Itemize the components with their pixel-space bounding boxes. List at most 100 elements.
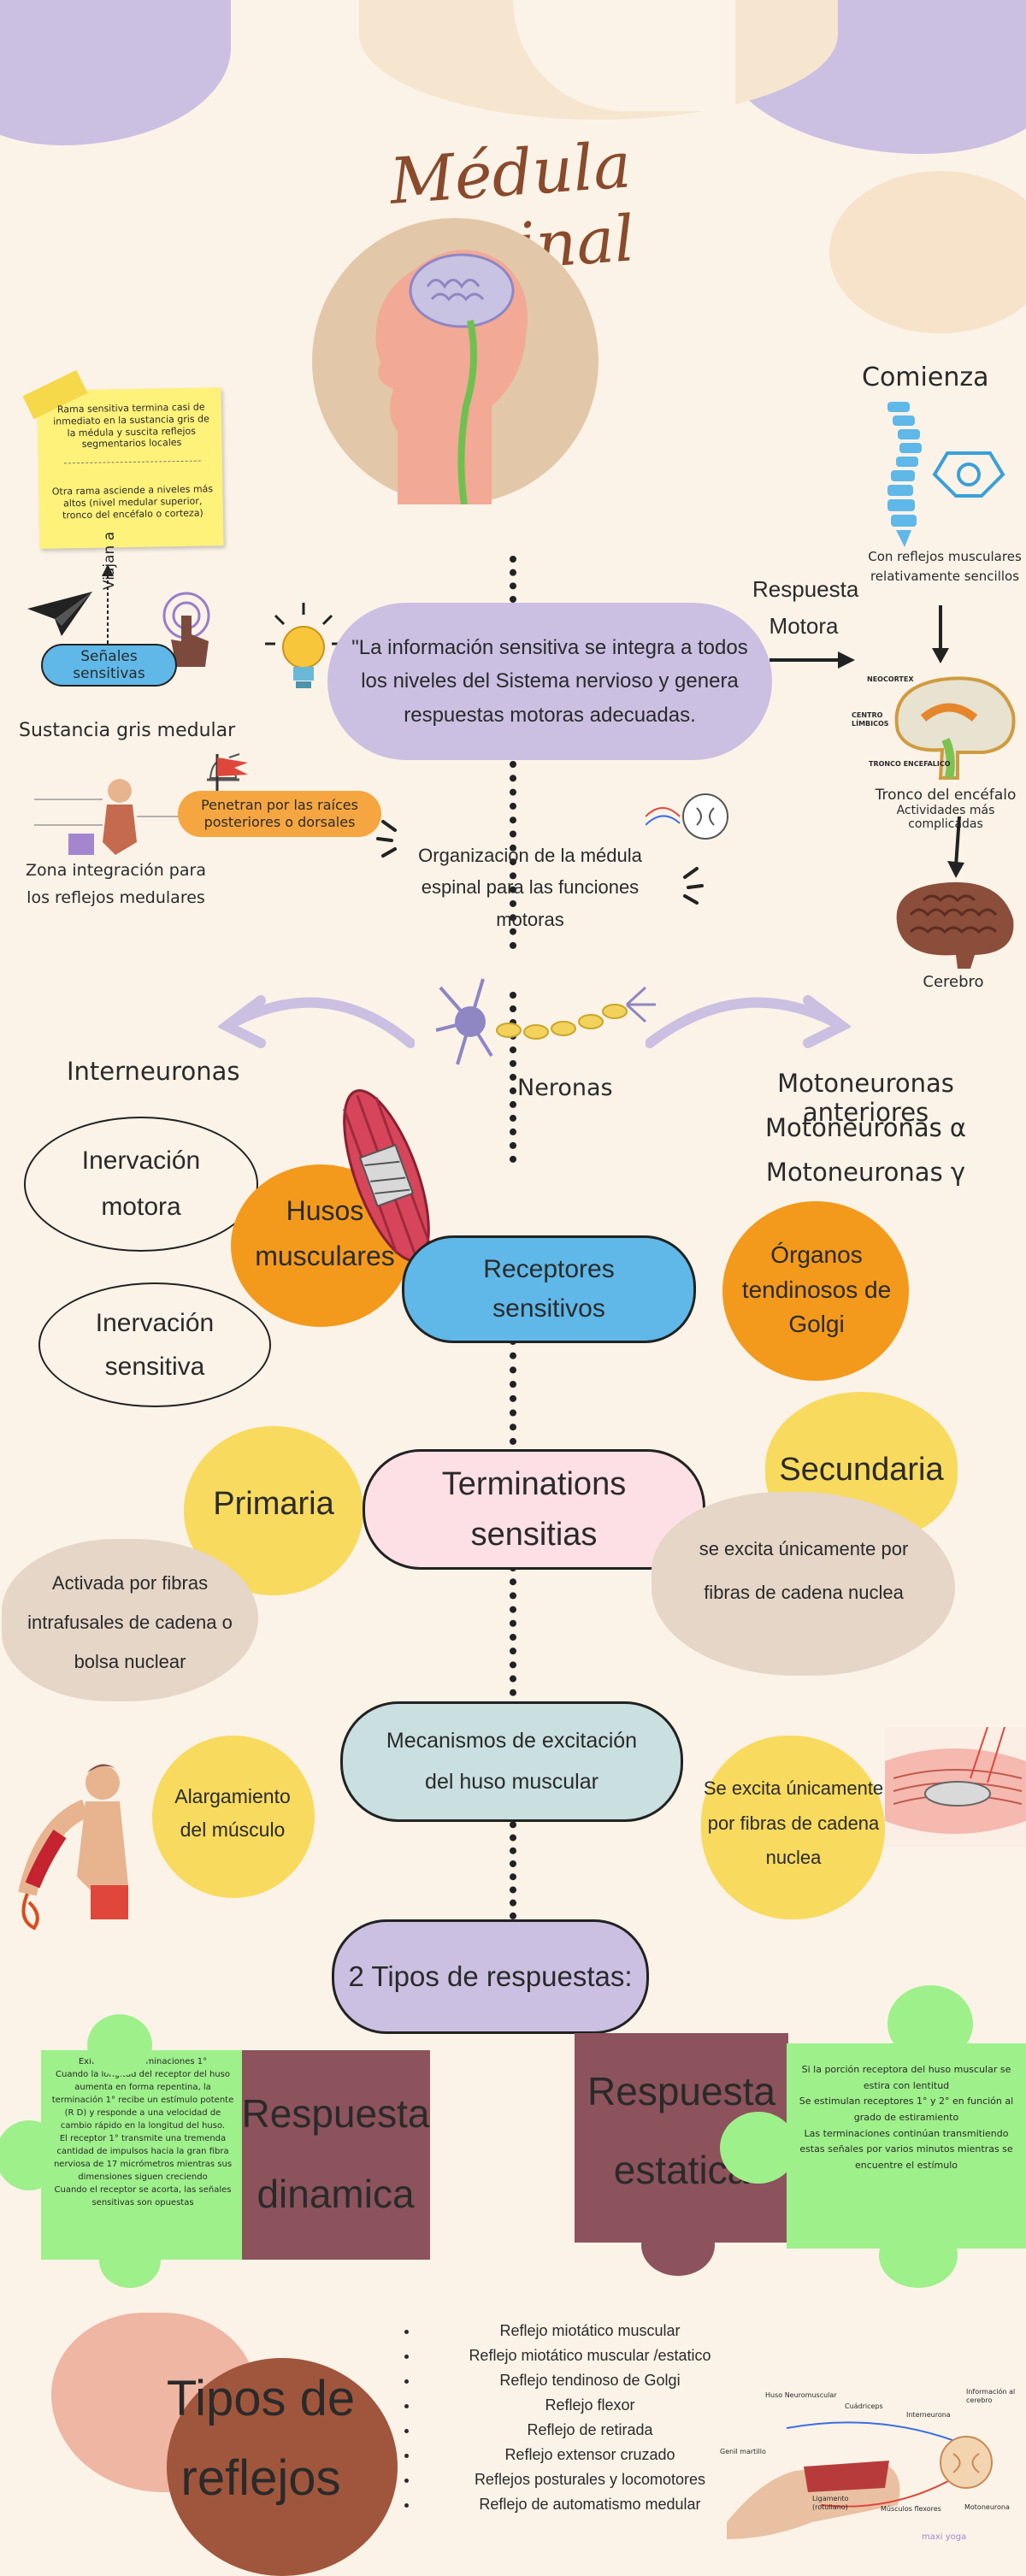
- dinamica-maroon-card: [242, 2050, 430, 2260]
- paper-plane-icon: [27, 592, 92, 636]
- reflejo-item: Reflejo extensor cruzado: [419, 2446, 761, 2464]
- inervacion-motora-text: Inervación motora: [81, 1147, 201, 1221]
- comienza-label: Comienza: [862, 363, 989, 392]
- sparkle-left-icon: [376, 820, 397, 858]
- excita-unic-label: Se excita únicamente por fibras de caden…: [703, 1777, 884, 1869]
- note-line-1: [63, 460, 201, 464]
- limbico-label: CENTRO LÍMBICOS: [852, 711, 889, 728]
- respuesta-dinamica-label: Respuesta dinamica: [241, 2091, 430, 2217]
- estatica-item-2: Se estimulan receptores 1° y 2° en funci…: [799, 2096, 1014, 2124]
- reflejos-list: Reflejo miotático muscular Reflejo miotá…: [393, 2315, 761, 2520]
- estatica-item-1: Si la porción receptora del huso muscula…: [801, 2064, 1011, 2091]
- dotted-connector-2: [510, 761, 516, 949]
- excita-secundaria-label: se excita únicamente por fibras de caden…: [699, 1538, 909, 1603]
- tipos-reflejos-label: Tipos de reflejos: [166, 2371, 356, 2506]
- secundaria-cream-blob: [652, 1492, 955, 1676]
- muscle-fiber-illustration: [885, 1727, 1026, 1847]
- spinal-cross-section-icon: [646, 793, 728, 840]
- boy-spine-illustration: [34, 779, 180, 855]
- left-curved-arrow-icon: [218, 995, 415, 1048]
- neocortex-label: NEOCORTEX: [867, 675, 914, 683]
- husos-label: Husos musculares: [255, 1195, 395, 1271]
- down-arrow-icon-2: [947, 816, 964, 878]
- inervacion-motora-ellipse: Inervación motora: [24, 1117, 258, 1252]
- primaria-label: Primaria: [213, 1486, 334, 1522]
- puzzle-maroon-knob-bottom: [641, 2214, 715, 2276]
- brain-section-icon: [894, 676, 1016, 780]
- inervacion-sensitiva-ellipse: Inervación sensitiva: [38, 1282, 271, 1407]
- respuesta-estatica-label: Respuesta estatica: [587, 2069, 775, 2192]
- reflejo-item: Reflejo de retirada: [419, 2421, 761, 2439]
- dinamica-item-2: Cuando la longitud del receptor del huso…: [51, 2070, 234, 2131]
- reflex-arc-illustration: [727, 2421, 993, 2539]
- dinamica-text-container: Exitación de terminaciones 1° Cuando la …: [48, 2055, 238, 2209]
- organos-label: Órganos tendinosos de Golgi: [741, 1241, 892, 1338]
- mecanismos-text: Mecanismos de excitación del huso muscul…: [386, 1729, 638, 1794]
- tipos-respuestas-pill: 2 Tipos de respuestas:: [332, 1919, 649, 2034]
- right-curved-arrow-icon: [646, 995, 851, 1048]
- sticky-note: Rama sensitiva termina casi de inmediato…: [22, 369, 224, 549]
- cerebro-label: Cerebro: [923, 973, 984, 991]
- penetran-raices-pill: Penetran por las raíces posteriores o do…: [178, 791, 381, 837]
- interneurona-label: Interneurona: [906, 2411, 951, 2419]
- secundaria-label: Secundaria: [779, 1452, 944, 1488]
- inervacion-sensitiva-text: Inervación sensitiva: [95, 1309, 215, 1381]
- lightbulb-icon: [265, 603, 342, 688]
- dotted-connector-6: [510, 1808, 516, 1919]
- estatica-text-card: Si la porción receptora del huso muscula…: [787, 2043, 1026, 2249]
- reflejo-item: Reflejo tendinoso de Golgi: [419, 2372, 761, 2390]
- head-spinal-illustration: [375, 250, 528, 504]
- ligamento-label: Ligamento (rotuliano): [812, 2495, 849, 2511]
- activada-cream-blob: [2, 1539, 258, 1701]
- neronas-label: Neronas: [517, 1075, 613, 1101]
- puzzle-green-knob-top: [87, 2014, 152, 2076]
- reflejo-item: Reflejo miotático muscular /estatico: [419, 2347, 761, 2365]
- dotted-connector-3: [510, 992, 516, 1163]
- tronco-label: Tronco del encéfalo: [875, 787, 1017, 804]
- down-arrow-icon-1: [932, 605, 949, 663]
- dinamica-item-3: El receptor 1° transmite una tremenda ca…: [53, 2134, 233, 2182]
- viajan-label: Viajan a: [101, 531, 118, 590]
- reflejo-item: Reflejo miotático muscular: [419, 2322, 761, 2340]
- motoneurona-anteriores: Motoneuronas anteriores: [777, 1069, 954, 1127]
- terminations-text: Terminations sensitias: [441, 1465, 627, 1553]
- top-left-lavender-blob: [0, 0, 231, 145]
- organizacion-label: Organización de la médula espinal para l…: [418, 845, 642, 930]
- estatica-item-3: Las terminaciones continúan transmitiend…: [799, 2127, 1013, 2172]
- puzzle-green-knob-mid: [720, 2112, 797, 2184]
- touch-hand-icon: [162, 592, 210, 667]
- receptores-text: Receptores sensitivos: [483, 1254, 615, 1323]
- brain-icon: [896, 881, 1014, 969]
- alargamiento-label: Alargamiento del músculo: [174, 1785, 291, 1842]
- motoneurona-alfa: Motoneuronas α: [764, 1113, 967, 1142]
- senales-sensitivas-pill: Señales sensitivas: [41, 644, 177, 687]
- respuesta-motora-label: Respuesta Motora: [752, 576, 859, 639]
- actividades-label: Actividades más complicadas: [896, 804, 995, 831]
- activada-label: Activada por fibras intrafusales de cade…: [27, 1572, 233, 1673]
- excita-unic-yellow-blob: [701, 1736, 885, 1919]
- interneuronas-label: Interneuronas: [67, 1057, 240, 1086]
- reflejos-brown-blob: [167, 2358, 398, 2576]
- stretching-man-illustration: [18, 1764, 128, 1931]
- sparkle-right-icon: [683, 867, 704, 905]
- receptores-sensitivos-pill: Receptores sensitivos: [402, 1235, 696, 1343]
- reflejo-item: Reflejos posturales y locomotores: [419, 2471, 761, 2489]
- right-cream-blob: [829, 171, 1026, 333]
- red-flag-icon: [215, 754, 248, 792]
- neuron-icon: [435, 978, 656, 1065]
- note-item-1: Rama sensitiva termina casi de inmediato…: [53, 401, 209, 451]
- sustancia-gris-label: Sustancia gris medular: [19, 720, 236, 741]
- musculos-flexores-label: Músculos flexores: [881, 2505, 941, 2513]
- motoneurona-gamma: Motoneuronas γ: [765, 1158, 966, 1187]
- puzzle-green-knob-bottom: [99, 2233, 161, 2288]
- cuadriceps-label: Cuádriceps: [845, 2402, 883, 2410]
- right-arrow-icon: [770, 651, 855, 669]
- estatica-text-container: Si la porción receptora del huso muscula…: [793, 2062, 1019, 2174]
- up-arrow-icon: [102, 564, 114, 650]
- mecanismos-pill: Mecanismos de excitación del huso muscul…: [340, 1701, 683, 1822]
- dinamica-item-4: Cuando el receptor se acorta, las señale…: [54, 2185, 232, 2208]
- informacion-label: Información al cerebro: [966, 2388, 1016, 2404]
- gen-martillo-label: Genil martillo: [720, 2448, 766, 2455]
- central-statement-pill: "La información sensitiva se integra a t…: [327, 603, 772, 760]
- note-item-2: Otra rama asciende a niveles más altos (…: [51, 483, 214, 521]
